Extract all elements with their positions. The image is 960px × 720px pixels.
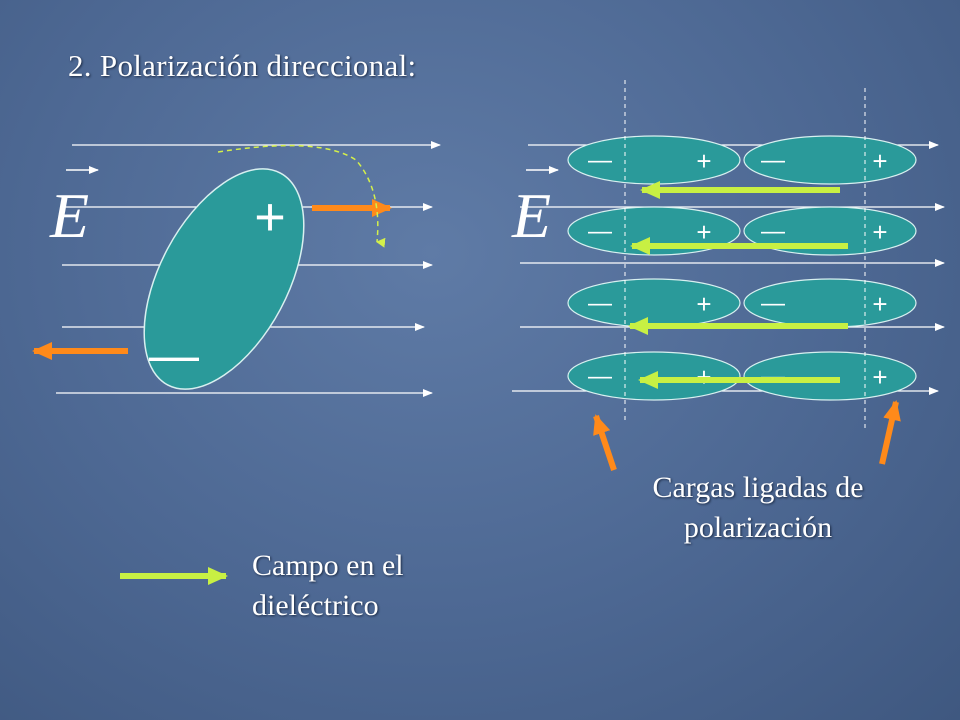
minus-sign: — <box>761 363 785 390</box>
left-panel: E + — <box>32 141 441 397</box>
plus-sign: + <box>696 146 711 176</box>
minus-sign: — <box>588 363 612 390</box>
plus-sign: + <box>696 217 711 247</box>
plus-sign: + <box>872 362 887 392</box>
minus-sign: — <box>761 290 785 317</box>
slide-title: 2. Polarización direccional: <box>68 48 417 83</box>
plus-sign: + <box>872 146 887 176</box>
minus-sign: — <box>761 147 785 174</box>
dipole-charges: — + — + — + — + — + — + — + — + <box>588 146 888 392</box>
field-vector-symbol-left: E <box>49 166 99 251</box>
plus-sign: + <box>872 217 887 247</box>
surface-boundaries <box>624 80 866 432</box>
minus-sign: — <box>149 327 199 383</box>
legend-line: dieléctrico <box>252 589 379 622</box>
caption-line: Cargas ligadas de <box>652 471 864 504</box>
bound-charges-caption: Cargas ligadas de polarización <box>598 468 918 548</box>
plus-sign: + <box>696 289 711 319</box>
minus-sign: — <box>761 218 785 245</box>
right-field-lines <box>512 141 945 395</box>
dielectric-field-arrows <box>628 181 848 389</box>
minus-sign: — <box>588 147 612 174</box>
field-symbol-e: E <box>511 180 551 251</box>
caption-line: polarización <box>683 511 833 544</box>
field-symbol-e: E <box>49 180 89 251</box>
right-panel: — + — + — + — + — + — + — + — + E <box>511 80 945 471</box>
dipole-grid <box>567 135 917 401</box>
dipole-molecule <box>743 351 917 401</box>
bound-charge-pointer-left <box>593 414 617 471</box>
legend-label: Campo en el dieléctrico <box>252 546 482 626</box>
bound-charge-pointer-right <box>879 400 901 465</box>
plus-sign: + <box>872 289 887 319</box>
dipole-molecule <box>743 135 917 185</box>
legend-line: Campo en el <box>252 549 404 582</box>
polarized-molecule <box>143 168 305 390</box>
minus-sign: — <box>588 290 612 317</box>
plus-sign: + <box>254 187 286 247</box>
field-vector-symbol-right: E <box>511 166 559 251</box>
bound-charge-pointers <box>593 400 901 471</box>
minus-sign: — <box>588 218 612 245</box>
